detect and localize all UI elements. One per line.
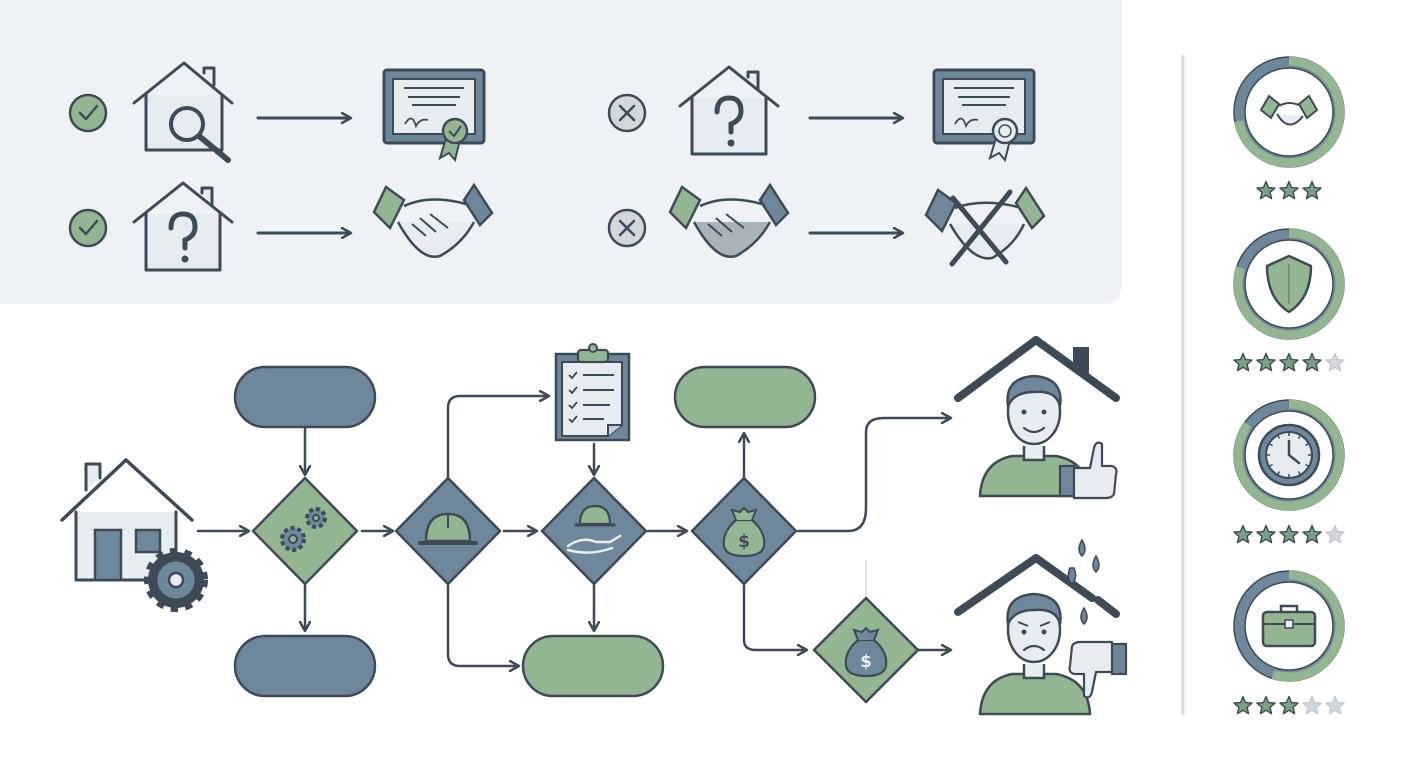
comparison-panel — [0, 0, 1122, 304]
certificate-approved-icon — [382, 68, 486, 163]
star-filled-icon — [1256, 524, 1276, 544]
svg-text:$: $ — [860, 652, 872, 672]
star-empty-icon — [1325, 695, 1345, 715]
rating-ring-progress — [1233, 228, 1345, 340]
rating-badge — [1233, 228, 1345, 372]
rating-ring-progress — [1233, 56, 1345, 168]
certificate-icon — [932, 68, 1036, 163]
star-filled-icon — [1256, 180, 1276, 200]
pill-step-bottom — [233, 634, 377, 698]
hard-hat-icon — [394, 476, 502, 586]
cross-icon — [607, 208, 647, 248]
rating-badge — [1233, 56, 1345, 200]
house-gear-icon — [60, 458, 208, 612]
star-filled-icon — [1302, 352, 1322, 372]
clock-icon — [1257, 423, 1321, 487]
house-question-icon — [678, 65, 780, 156]
flowchart: $ $ — [60, 336, 1128, 716]
star-filled-icon — [1279, 352, 1299, 372]
handshake-green-icon — [372, 182, 494, 259]
pill-outcome-bottom — [521, 634, 665, 698]
flow-connectors — [196, 396, 950, 666]
hand-hard-hat-icon — [540, 476, 648, 586]
rating-ring-progress — [1233, 570, 1345, 682]
star-filled-icon — [1302, 180, 1322, 200]
toolbox-icon — [1261, 604, 1317, 648]
star-filled-icon — [1279, 524, 1299, 544]
rating-badge — [1233, 399, 1345, 544]
happy-homeowner-thumbs-up-icon — [954, 336, 1120, 500]
rating-ring-inner — [1244, 67, 1334, 157]
house-magnifier-icon — [132, 61, 234, 163]
pill-step-top — [233, 365, 377, 429]
star-filled-icon — [1256, 695, 1276, 715]
rating-ring-progress — [1233, 399, 1345, 511]
handshake-grey-icon — [668, 182, 790, 259]
money-bag-icon: $ — [690, 476, 798, 586]
house-question-icon — [132, 181, 234, 272]
ratings-column — [1233, 56, 1345, 715]
check-icon — [68, 208, 108, 248]
cross-icon — [607, 93, 647, 133]
star-empty-icon — [1325, 352, 1345, 372]
star-empty-icon — [1302, 695, 1322, 715]
checklist-clipboard-icon — [554, 343, 631, 442]
check-icon — [68, 93, 108, 133]
star-filled-icon — [1233, 352, 1253, 372]
broken-handshake-icon — [924, 185, 1046, 267]
star-filled-icon — [1302, 524, 1322, 544]
star-empty-icon — [1325, 524, 1345, 544]
star-filled-icon — [1256, 352, 1276, 372]
sad-homeowner-leaking-roof-icon — [954, 538, 1128, 716]
star-filled-icon — [1233, 524, 1253, 544]
star-filled-icon — [1279, 695, 1299, 715]
rating-badge — [1233, 570, 1345, 715]
shield-icon — [1265, 254, 1313, 314]
svg-text:$: $ — [738, 532, 750, 552]
money-bag-icon: $ — [812, 596, 920, 704]
handshake-icon — [1259, 94, 1319, 126]
pill-outcome-top — [673, 365, 817, 429]
gears-icon — [251, 476, 359, 586]
star-filled-icon — [1279, 180, 1299, 200]
star-filled-icon — [1233, 695, 1253, 715]
